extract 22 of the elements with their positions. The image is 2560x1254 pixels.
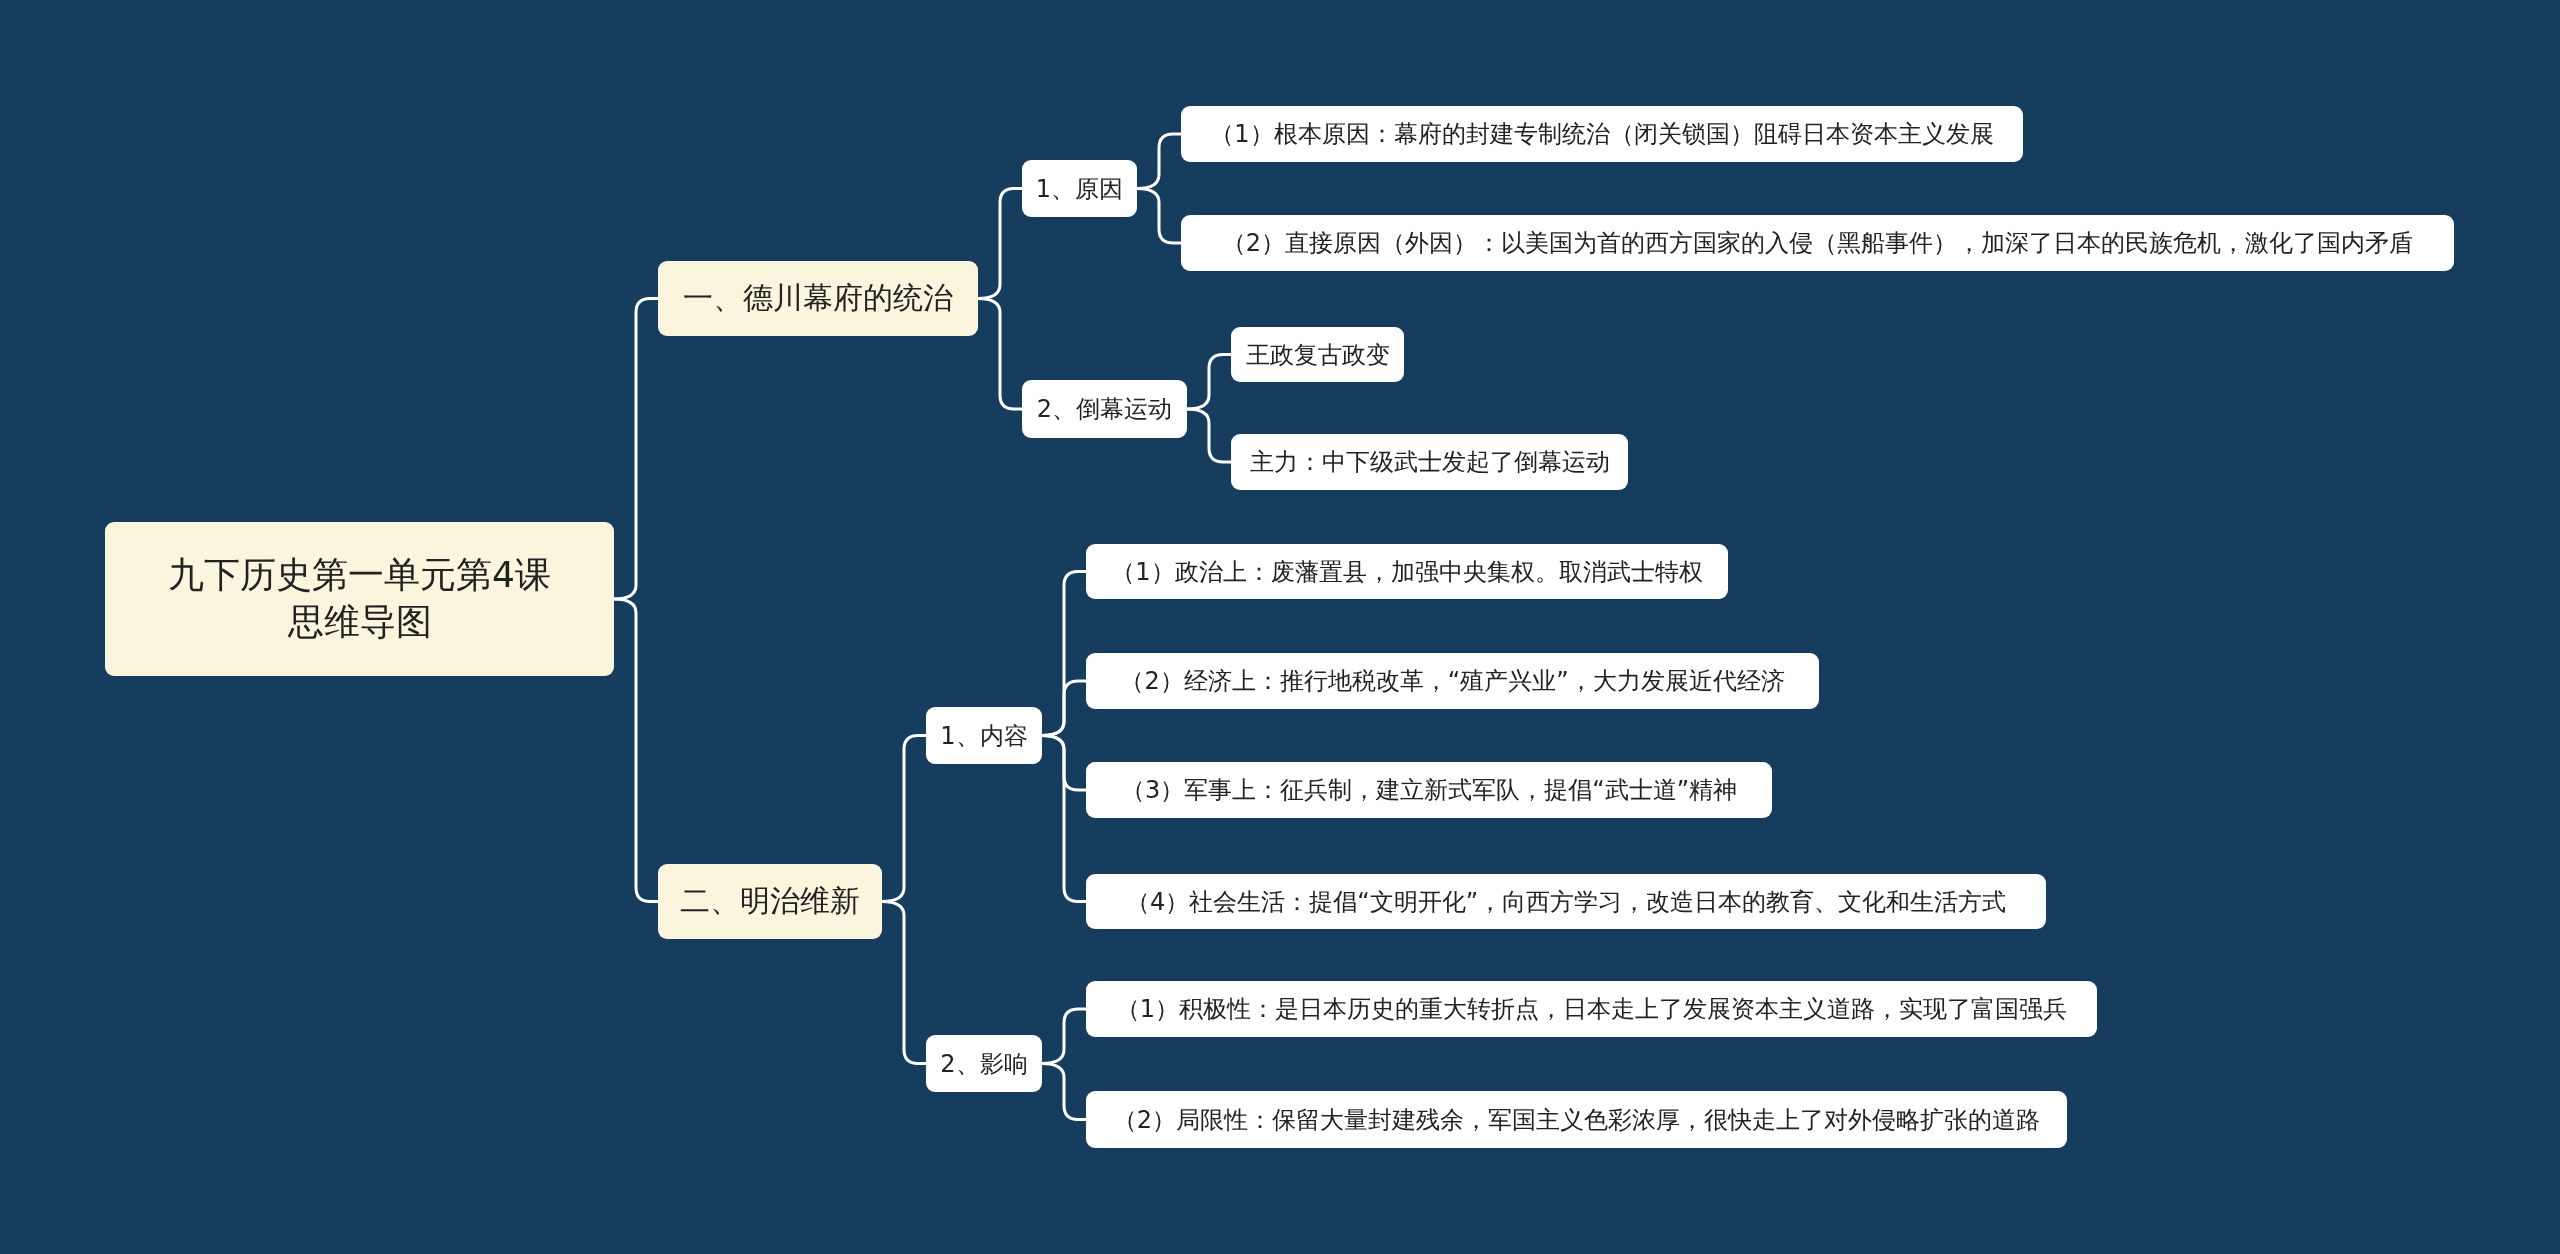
subtopic-box: 1、内容 xyxy=(926,707,1042,764)
connector-line xyxy=(613,297,658,601)
subtopic-box: （2）经济上：推行地税改革，“殖产兴业”，大力发展近代经济 xyxy=(1086,653,1819,709)
subtopic-box: （2）直接原因（外因）：以美国为首的西方国家的入侵（黑船事件），加深了日本的民族危机，激化了国内矛盾 xyxy=(1181,215,2454,271)
subtopic-box: （1）根本原因：幕府的封建专制统治（闭关锁国）阻碍日本资本主义发展 xyxy=(1181,106,2023,162)
subtopic-box: （1）积极性：是日本历史的重大转折点，日本走上了发展资本主义道路，实现了富国强兵 xyxy=(1086,981,2097,1037)
connector-line xyxy=(881,900,926,1065)
title-box: 九下历史第一单元第4课思维导图 xyxy=(105,522,614,676)
subtopic-box: 2、影响 xyxy=(926,1035,1042,1092)
subtopic-box: 1、原因 xyxy=(1022,160,1137,217)
subtopic-box: （3）军事上：征兵制，建立新式军队，提倡“武士道”精神 xyxy=(1086,762,1772,818)
subtopic-box: （4）社会生活：提倡“文明开化”，向西方学习，改造日本的教育、文化和生活方式 xyxy=(1086,874,2046,929)
subtopic-box: 主力：中下级武士发起了倒幕运动 xyxy=(1231,434,1628,490)
subtopic-box: （2）局限性：保留大量封建残余，军国主义色彩浓厚，很快走上了对外侵略扩张的道路 xyxy=(1086,1091,2067,1148)
subtopic-box: 王政复古政变 xyxy=(1231,327,1404,382)
connector-line xyxy=(1041,734,1086,903)
subtopic-box: 2、倒幕运动 xyxy=(1022,380,1187,438)
subtopic-box: （1）政治上：废藩置县，加强中央集权。取消武士特权 xyxy=(1086,544,1728,599)
topic-box: 一、德川幕府的统治 xyxy=(658,261,978,336)
connector-line xyxy=(613,597,658,903)
topic-box: 二、明治维新 xyxy=(658,864,882,939)
connector-line xyxy=(977,297,1022,411)
